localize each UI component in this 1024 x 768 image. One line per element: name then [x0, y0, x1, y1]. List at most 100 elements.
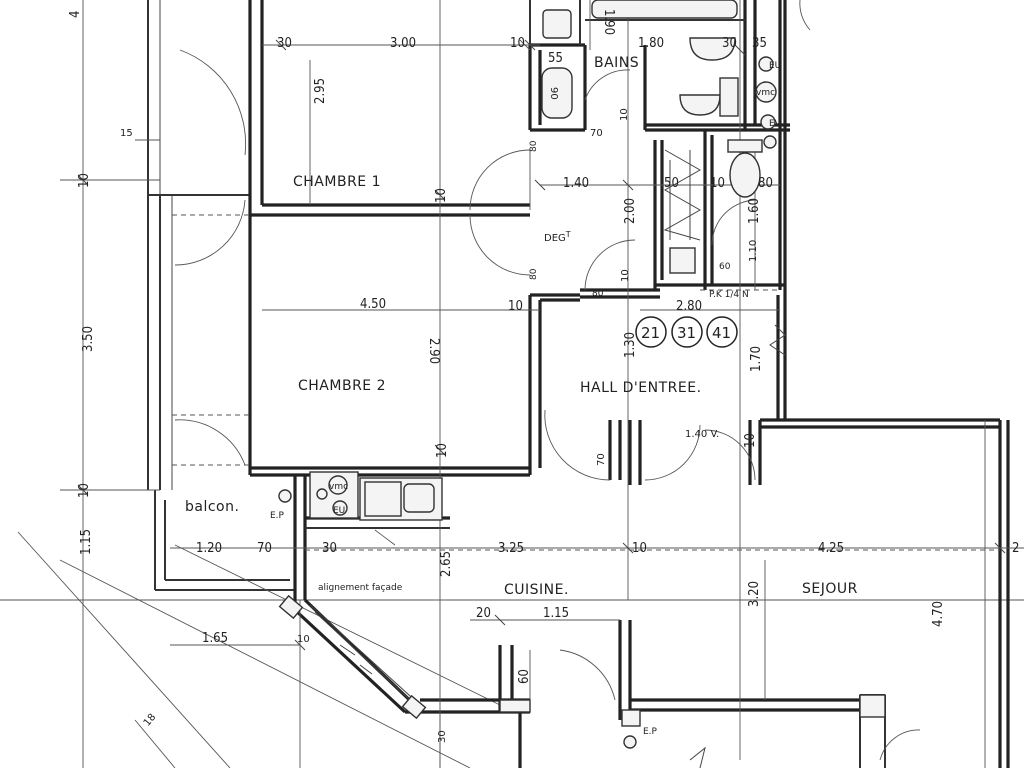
- dim-label: 10: [620, 269, 631, 282]
- dim-label: 2.90: [426, 338, 441, 364]
- dim-label: 80: [758, 176, 773, 191]
- dim-label: 1.20: [196, 541, 222, 556]
- apartment-number-41: 41: [712, 324, 731, 342]
- dim-label: 80: [592, 289, 604, 299]
- annotations: P.K 1/4 N 1.40 V. E.P E.P vmc vmc EU EV …: [270, 61, 782, 737]
- annotation-140v: 1.40 V.: [685, 429, 719, 440]
- apartment-numbers: 21 31 41: [635, 316, 738, 348]
- dim-label: 10: [434, 188, 449, 203]
- apartment-circle-31: [671, 316, 703, 348]
- dim-label: 60: [517, 669, 532, 684]
- walls: [248, 0, 1010, 768]
- dim-label: 70: [257, 541, 272, 556]
- dim-label: 1.65: [202, 631, 228, 646]
- bathtub: [591, 0, 738, 19]
- door-bains: [584, 69, 631, 101]
- room-label-hall: HALL D'ENTREE.: [580, 380, 702, 396]
- annotation-alignement: alignement façade: [318, 583, 403, 593]
- apartment-circle-41: [706, 316, 738, 348]
- dim-label: 1.15: [543, 606, 569, 621]
- annotation-vmc-kitchen: vmc: [329, 482, 348, 492]
- dim-label: 10: [77, 483, 92, 498]
- room-label-chambre1: CHAMBRE 1: [293, 174, 381, 190]
- ep-pipe-bottom: [623, 735, 637, 749]
- dim-label: 4: [68, 11, 83, 18]
- dim-label: 70: [596, 453, 607, 466]
- room-label-cuisine: CUISINE.: [504, 582, 569, 598]
- annotation-vmc-bath: vmc: [756, 88, 775, 98]
- dim-label: 2: [1012, 541, 1019, 556]
- dim-label: 10: [619, 108, 630, 121]
- dim-label: 1.60: [747, 198, 762, 224]
- door-balcony-top: [174, 199, 246, 266]
- door-chambre2: [469, 214, 531, 276]
- dim-label: 2.95: [313, 78, 328, 104]
- dim-label: 1.40: [563, 176, 589, 191]
- dim-label: 20: [476, 606, 491, 621]
- door-entry: [644, 424, 701, 481]
- dim-label: 10: [710, 176, 725, 191]
- hidden-lines: [172, 214, 1000, 551]
- annotation-ep-top: E.P: [270, 511, 285, 521]
- room-label-sejour: SEJOUR: [802, 581, 858, 597]
- dim-label: 35: [752, 36, 767, 51]
- room-label-bains: BAINS: [594, 55, 639, 71]
- annotation-pkvn: P.K 1/4 N: [709, 290, 749, 300]
- dim-label: 10: [510, 36, 525, 51]
- dim-label: 70: [590, 128, 603, 139]
- dimension-labels: 30 3.00 10 1.90 1.80 30 35 2.95 55 4 70 …: [68, 9, 1019, 743]
- annotation-ep-bottom: E.P: [643, 727, 658, 737]
- dim-label: 60: [719, 262, 731, 272]
- shower-tray: [541, 67, 573, 119]
- dimension-lines: [60, 0, 1024, 768]
- dim-label: 10: [77, 173, 92, 188]
- cupboard-hatch: [663, 149, 702, 241]
- wc-toilet: [729, 152, 761, 198]
- annotation-eu-2: EU: [333, 506, 345, 516]
- annotation-eu-1: EU: [769, 61, 781, 71]
- dim-label: 4.70: [931, 601, 946, 627]
- svg-text:90: 90: [548, 87, 559, 100]
- room-labels: CHAMBRE 1 CHAMBRE 2 BAINS DEGT HALL D'EN…: [185, 55, 858, 598]
- ep-pipe-top: [278, 489, 292, 503]
- dim-label: 30: [277, 36, 292, 51]
- dim-label: 1.15: [79, 529, 94, 555]
- door-kitchen: [544, 409, 611, 481]
- room-label-deg: DEGT: [544, 230, 571, 244]
- dim-label: 4.50: [360, 297, 386, 312]
- room-label-balcon: balcon.: [185, 499, 239, 515]
- dim-label: 1.10: [748, 240, 759, 262]
- dim-label: 18: [142, 712, 159, 729]
- dim-label: 2.80: [676, 299, 702, 314]
- dim-label: 3.00: [390, 36, 416, 51]
- door-cupboard: [584, 239, 636, 291]
- dim-label: 30: [437, 730, 448, 743]
- door-wc: [711, 199, 758, 246]
- dim-label: 2.00: [623, 198, 638, 224]
- door-balcony-bottom: [174, 419, 246, 466]
- apartment-circle-21: [635, 316, 667, 348]
- dim-label: 3.50: [81, 326, 96, 352]
- dim-label: 55: [548, 51, 563, 66]
- dim-label: 3.25: [498, 541, 524, 556]
- dim-label: 80: [529, 140, 539, 152]
- door-chambre1: [469, 149, 531, 211]
- doors: [174, 0, 921, 761]
- fixtures: 90: [278, 0, 886, 749]
- washbasin: [689, 37, 736, 61]
- dim-label: 10: [297, 634, 310, 645]
- dim-label: 50: [664, 176, 679, 191]
- dim-label: 10: [632, 541, 647, 556]
- dim-label: 1.80: [638, 36, 664, 51]
- dim-label: 80: [529, 268, 539, 280]
- dim-label: 30: [322, 541, 337, 556]
- dim-label: 1.30: [623, 332, 638, 358]
- dim-label: 10: [508, 299, 523, 314]
- room-label-chambre2: CHAMBRE 2: [298, 378, 386, 394]
- dim-label: 10: [743, 433, 758, 448]
- dim-label: 15: [120, 128, 133, 139]
- apartment-number-21: 21: [641, 324, 660, 342]
- dim-label: 10: [435, 443, 450, 458]
- dim-label: 30: [722, 36, 737, 51]
